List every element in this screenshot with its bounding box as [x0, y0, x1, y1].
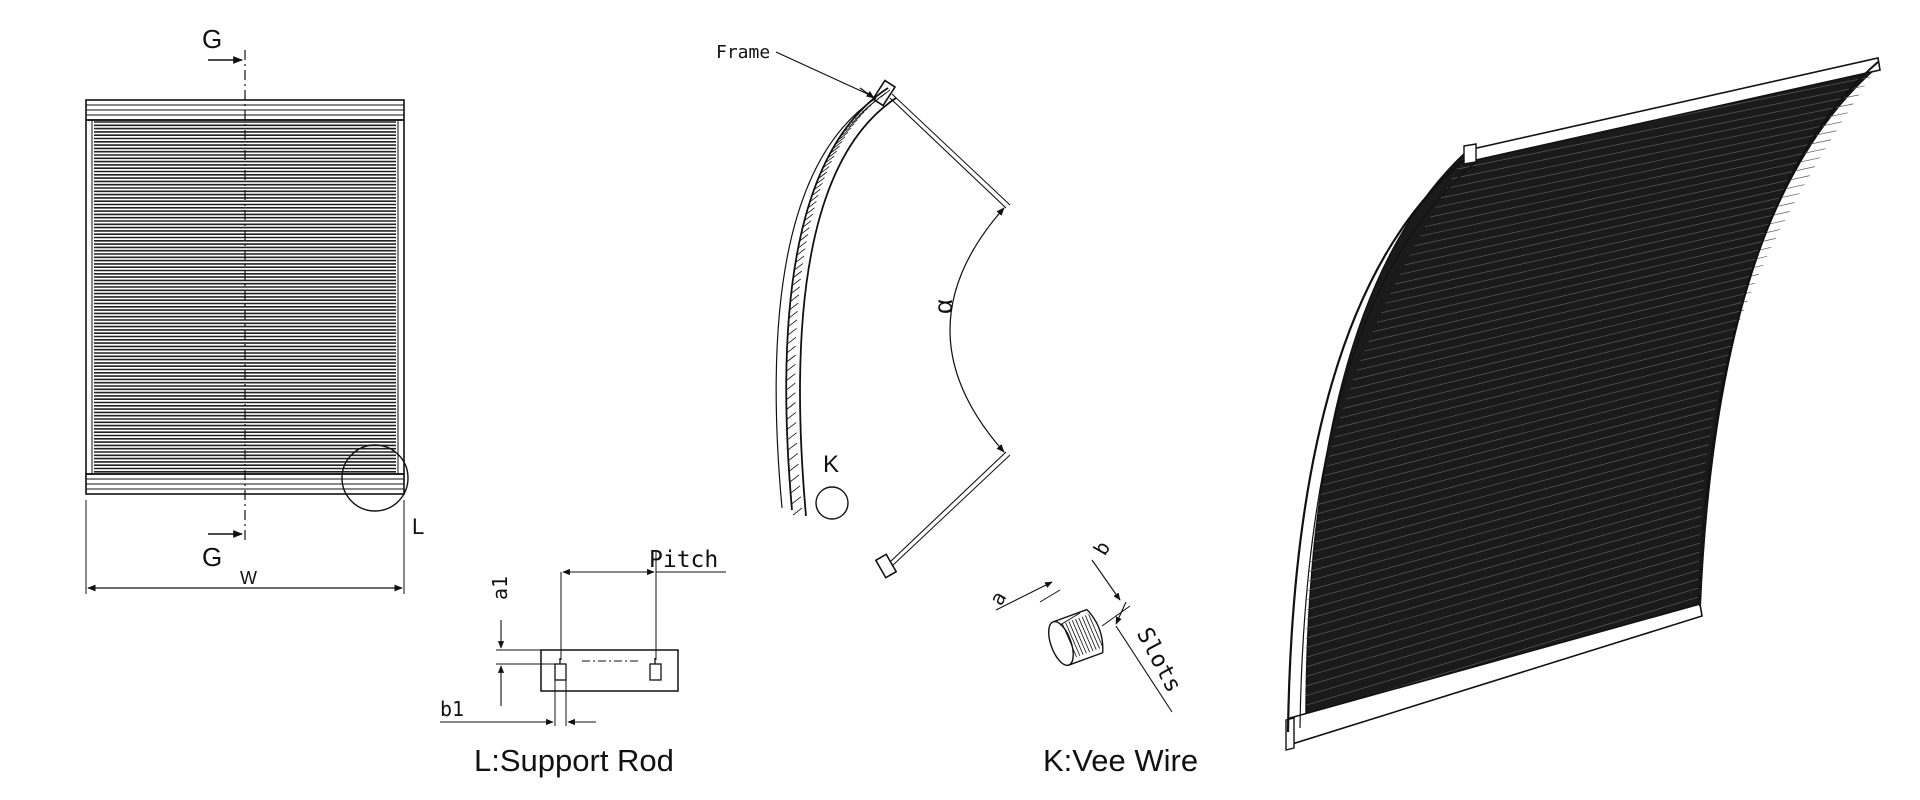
detail-l-circle	[341, 444, 409, 512]
width-label: W	[240, 568, 257, 588]
b-label: b	[1088, 537, 1115, 559]
angle-label: α	[928, 299, 958, 314]
detail-l-support-rod: Pitch a1 b1 L:Support Rod	[440, 547, 726, 778]
pitch-label: Pitch	[649, 547, 718, 573]
a1-label: a1	[488, 576, 512, 600]
a-label: a	[984, 587, 1011, 609]
vee-wire-caption: K:Vee Wire	[1043, 743, 1198, 778]
section-label-top: G	[202, 24, 222, 54]
side-view: α Frame K	[716, 42, 1011, 579]
detail-k-vee-wire: a b Slots K:Vee Wire	[984, 537, 1198, 778]
detail-k-circle	[815, 486, 849, 520]
b1-label: b1	[440, 697, 464, 721]
frame-label: Frame	[716, 42, 770, 63]
front-view: G G L W	[85, 24, 424, 594]
detail-k-callout: K	[823, 451, 839, 478]
slots-label: Slots	[1131, 624, 1186, 697]
section-label-bottom: G	[202, 542, 222, 572]
detail-l-callout: L	[412, 514, 424, 539]
screen-section-hatch	[786, 89, 891, 516]
isometric-view	[1285, 57, 1881, 751]
support-rod-caption: L:Support Rod	[474, 743, 674, 778]
